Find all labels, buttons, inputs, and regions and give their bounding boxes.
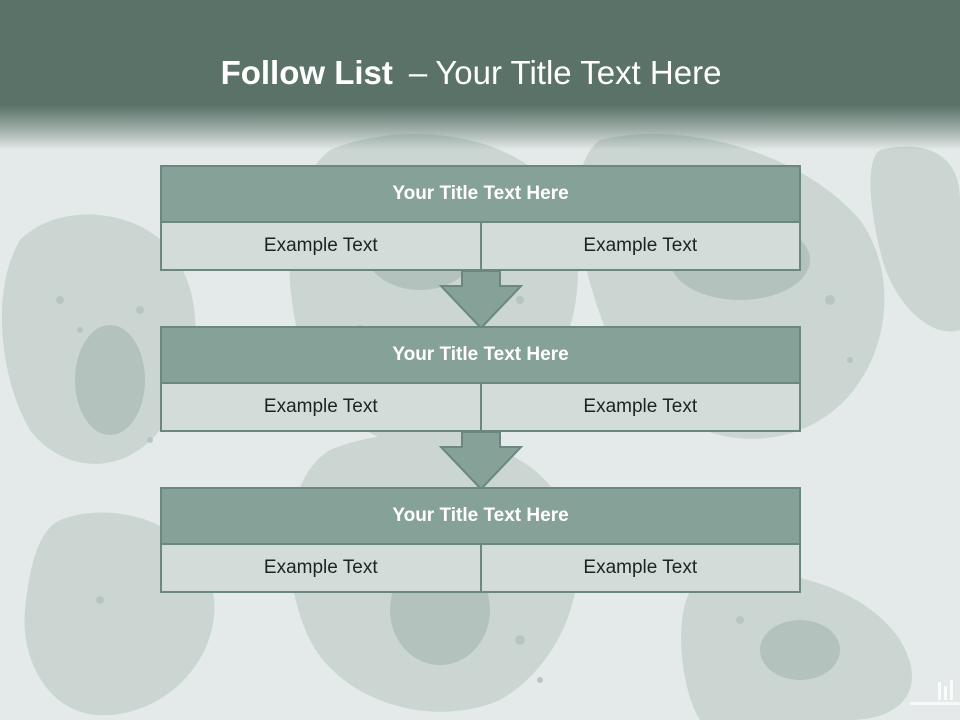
down-arrow-icon (438, 270, 524, 330)
block-title: Your Title Text Here (160, 326, 801, 384)
slide-title-rest: Your Title Text Here (435, 54, 722, 91)
list-block-1: Your Title Text Here Example Text Exampl… (160, 165, 801, 271)
list-block-2: Your Title Text Here Example Text Exampl… (160, 326, 801, 432)
block-cell-right: Example Text (479, 543, 801, 593)
block-title: Your Title Text Here (160, 487, 801, 545)
slide-title-dash: – (408, 54, 428, 91)
block-cell-right: Example Text (479, 382, 801, 432)
block-cell-left: Example Text (160, 543, 482, 593)
block-cell-right: Example Text (479, 221, 801, 271)
slide-title: Follow List–Your Title Text Here (0, 54, 942, 92)
block-cell-left: Example Text (160, 382, 482, 432)
block-cell-left: Example Text (160, 221, 482, 271)
slide-title-bold: Follow List (220, 54, 393, 91)
header-band (0, 0, 960, 150)
block-row: Example Text Example Text (160, 382, 801, 432)
list-block-3: Your Title Text Here Example Text Exampl… (160, 487, 801, 593)
corner-logo-icon (910, 680, 960, 705)
block-row: Example Text Example Text (160, 221, 801, 271)
down-arrow-icon (438, 431, 524, 491)
block-title: Your Title Text Here (160, 165, 801, 223)
block-row: Example Text Example Text (160, 543, 801, 593)
